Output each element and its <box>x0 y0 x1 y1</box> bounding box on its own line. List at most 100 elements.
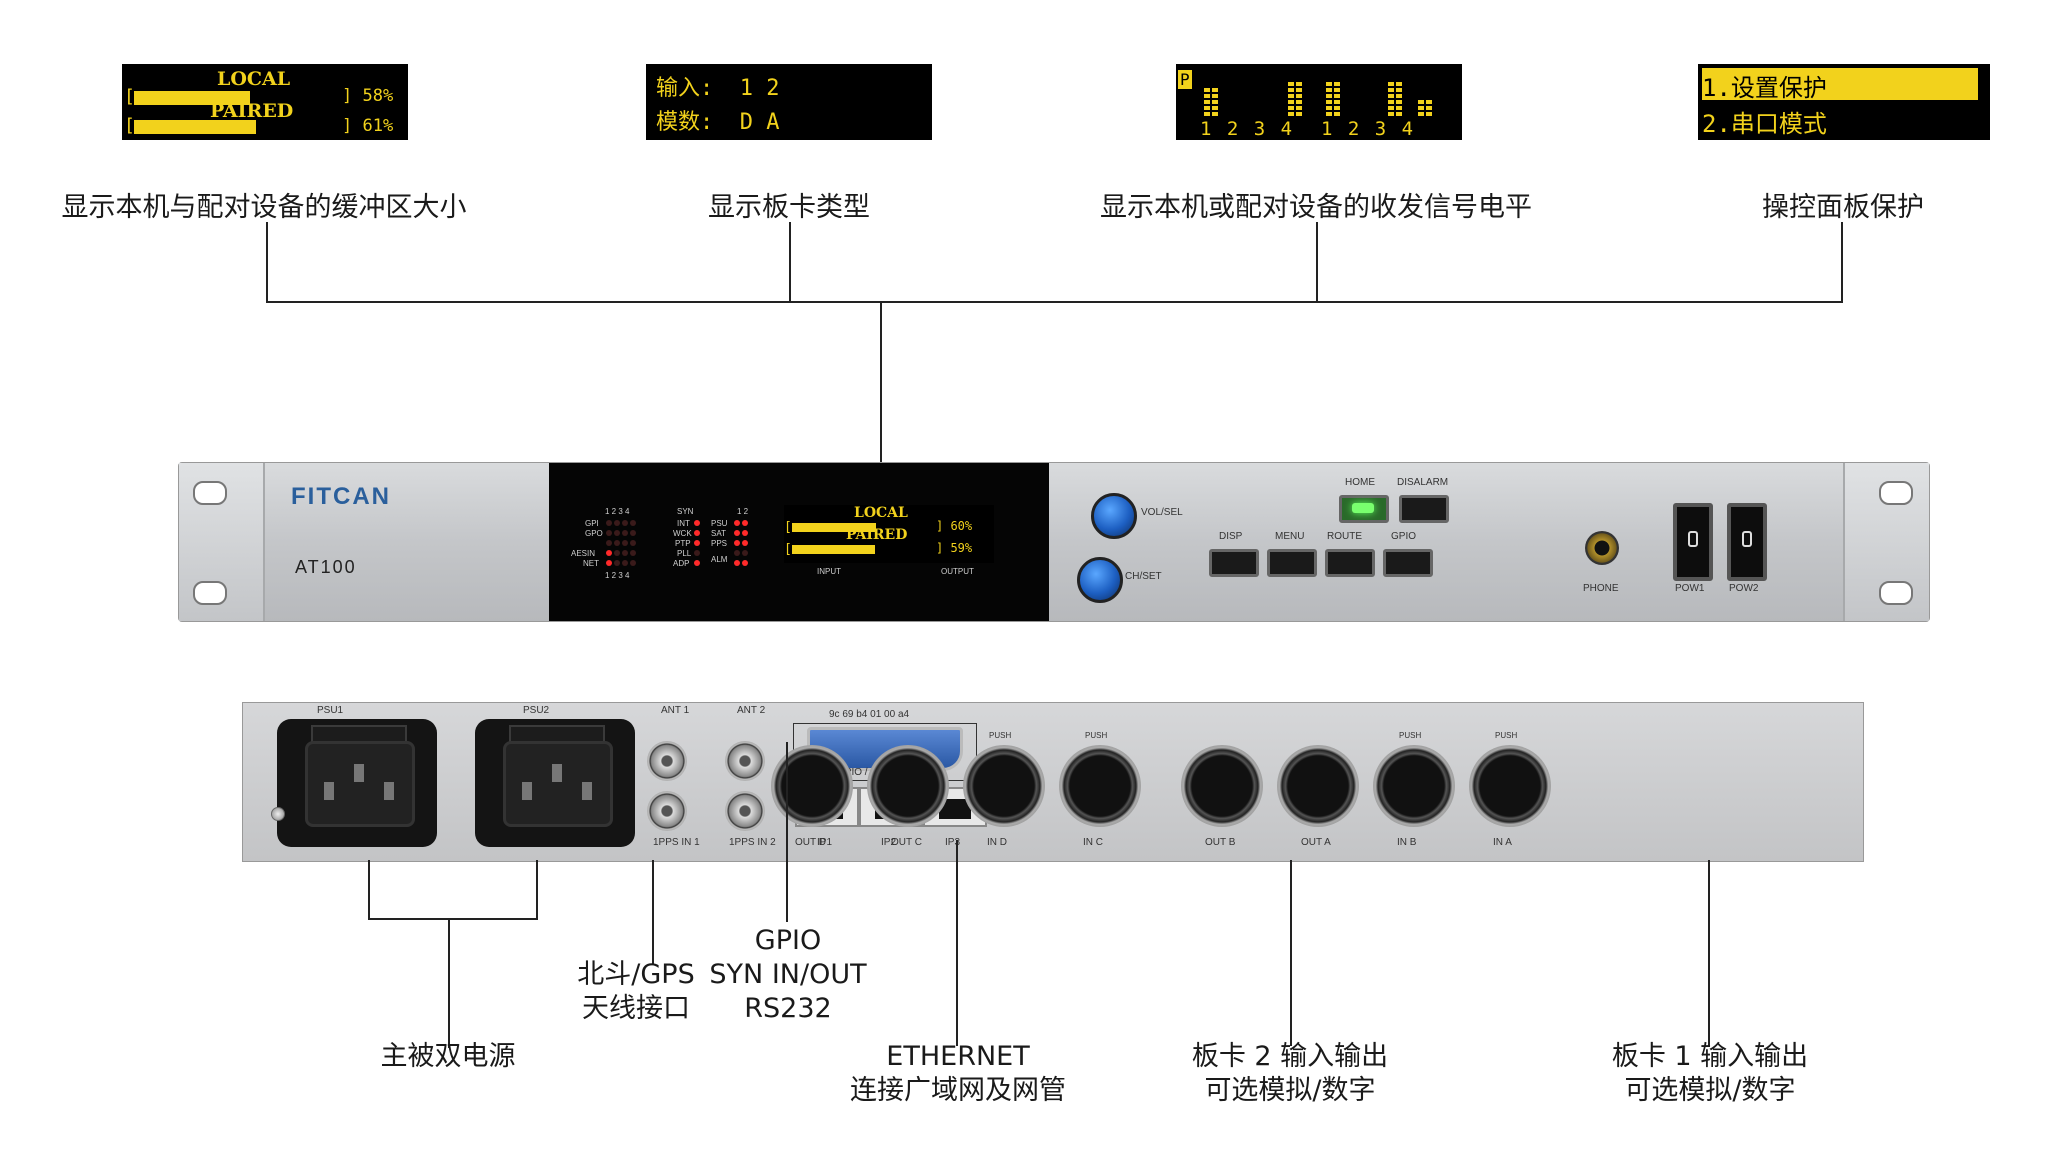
home-label: HOME <box>1345 477 1375 488</box>
pps2-connector[interactable] <box>725 791 765 831</box>
menu-button[interactable] <box>1267 549 1317 577</box>
xlr-label: OUT A <box>1301 837 1331 848</box>
protect-screen: 1.设置保护 2.串口模式 <box>1698 64 1990 140</box>
level-segment <box>1396 106 1402 110</box>
xlr-out-d-connector[interactable] <box>771 745 853 827</box>
brand-logo: FITCAN <box>291 483 391 510</box>
status-alm: ALM <box>711 555 728 564</box>
leader-ethernet <box>956 840 958 1046</box>
level-segment <box>1396 112 1402 116</box>
ant2-connector[interactable] <box>725 741 765 781</box>
vol-sel-label: VOL/SEL <box>1141 507 1183 518</box>
status-led <box>606 520 612 526</box>
pow1-switch[interactable] <box>1673 503 1713 581</box>
status-net: NET <box>583 559 599 568</box>
level-segment <box>1204 100 1210 104</box>
ethernet-label: ETHERNET 连接广域网及网管 <box>850 1040 1066 1108</box>
status-led <box>622 520 628 526</box>
level-segment <box>1388 94 1394 98</box>
front-paired-label: PAIRED <box>846 527 908 543</box>
xlr-label: OUT B <box>1205 837 1236 848</box>
status-led <box>614 560 620 566</box>
card-type-screen: 输入: 1 2 模数: D A <box>646 64 932 140</box>
status-led <box>694 520 700 526</box>
xlr-label: OUT C <box>891 837 922 848</box>
leader-power <box>448 918 450 1048</box>
status-led <box>606 550 612 556</box>
disalarm-button[interactable] <box>1399 495 1449 523</box>
rear-panel: PSU1 PSU2 ANT 1 ANT 2 1PPS IN 1 1PPS IN … <box>242 702 1864 862</box>
level-segment <box>1334 112 1340 116</box>
paired-label: PAIRED <box>210 100 294 122</box>
route-button[interactable] <box>1325 549 1375 577</box>
level-segment <box>1296 112 1302 116</box>
ip2-label: IP2 <box>881 837 897 848</box>
psu2-inlet[interactable] <box>475 719 635 847</box>
ethernet-label-line-2: 连接广域网及网管 <box>850 1075 1066 1106</box>
push-tab-label: PUSH <box>989 731 1012 740</box>
front-paired-bar <box>792 545 932 554</box>
level-segment <box>1396 94 1402 98</box>
rack-hole <box>193 581 227 605</box>
level-segment <box>1288 100 1294 104</box>
pin <box>354 764 364 782</box>
rack-hole <box>193 481 227 505</box>
status-led <box>734 550 740 556</box>
home-button[interactable] <box>1339 495 1389 523</box>
xlr-out-a-connector[interactable] <box>1277 745 1359 827</box>
status-led <box>694 540 700 546</box>
front-local-open: [ <box>784 520 792 535</box>
level-segment <box>1326 82 1332 86</box>
xlr-out-c-connector[interactable] <box>867 745 949 827</box>
status-numbers-bottom: 1 2 3 4 <box>605 571 630 580</box>
pin <box>522 782 532 800</box>
level-meters <box>1204 82 1432 116</box>
vol-sel-knob[interactable] <box>1091 493 1137 539</box>
xlr-in-c-connector[interactable] <box>1059 745 1141 827</box>
level-segment <box>1326 112 1332 116</box>
front-local-label: LOCAL <box>854 505 908 521</box>
status-led <box>614 550 620 556</box>
disp-button[interactable] <box>1209 549 1259 577</box>
status-led <box>742 530 748 536</box>
gpio-label-line-3: RS232 <box>744 993 832 1024</box>
ch-set-knob[interactable] <box>1077 557 1123 603</box>
psu1-inlet[interactable] <box>277 719 437 847</box>
card1-label-line-1: 板卡 1 输入输出 <box>1611 1041 1809 1072</box>
pow2-switch[interactable] <box>1727 503 1767 581</box>
phone-jack[interactable] <box>1585 531 1619 565</box>
status-led <box>734 560 740 566</box>
level-segment <box>1426 112 1432 116</box>
leader-psu1 <box>368 860 370 920</box>
status-led <box>694 530 700 536</box>
front-output-label: OUTPUT <box>941 567 974 576</box>
ground-screw <box>271 807 285 821</box>
card1-label: 板卡 1 输入输出 可选模拟/数字 <box>1612 1040 1808 1108</box>
xlr-in-d-connector[interactable] <box>963 745 1045 827</box>
right-rack-ear <box>1843 463 1929 621</box>
phone-label: PHONE <box>1583 583 1619 594</box>
status-psu: PSU <box>711 519 728 528</box>
card-type-label: 显示板卡类型 <box>708 192 870 223</box>
xlr-in-a-connector[interactable] <box>1469 745 1551 827</box>
pps1-connector[interactable] <box>647 791 687 831</box>
status-led <box>630 520 636 526</box>
status-led <box>614 530 620 536</box>
status-led <box>606 530 612 536</box>
ant2-label: ANT 2 <box>737 705 766 716</box>
level-segment <box>1204 106 1210 110</box>
ant1-connector[interactable] <box>647 741 687 781</box>
paired-bar-open: [ <box>124 115 135 136</box>
xlr-in-b-connector[interactable] <box>1373 745 1455 827</box>
protect-item-2: 2.串口模式 <box>1702 110 1827 138</box>
level-segment <box>1288 106 1294 110</box>
front-local-fill <box>792 523 876 532</box>
pin <box>552 764 562 782</box>
mac-address-label: 9c 69 b4 01 00 a4 <box>829 709 910 720</box>
gpio-button[interactable] <box>1383 549 1433 577</box>
card-mode-line: 模数: D A <box>656 110 780 135</box>
level-segment <box>1288 112 1294 116</box>
xlr-out-b-connector[interactable] <box>1181 745 1263 827</box>
status-pps: PPS <box>711 539 728 548</box>
push-tab-label: PUSH <box>1085 731 1108 740</box>
